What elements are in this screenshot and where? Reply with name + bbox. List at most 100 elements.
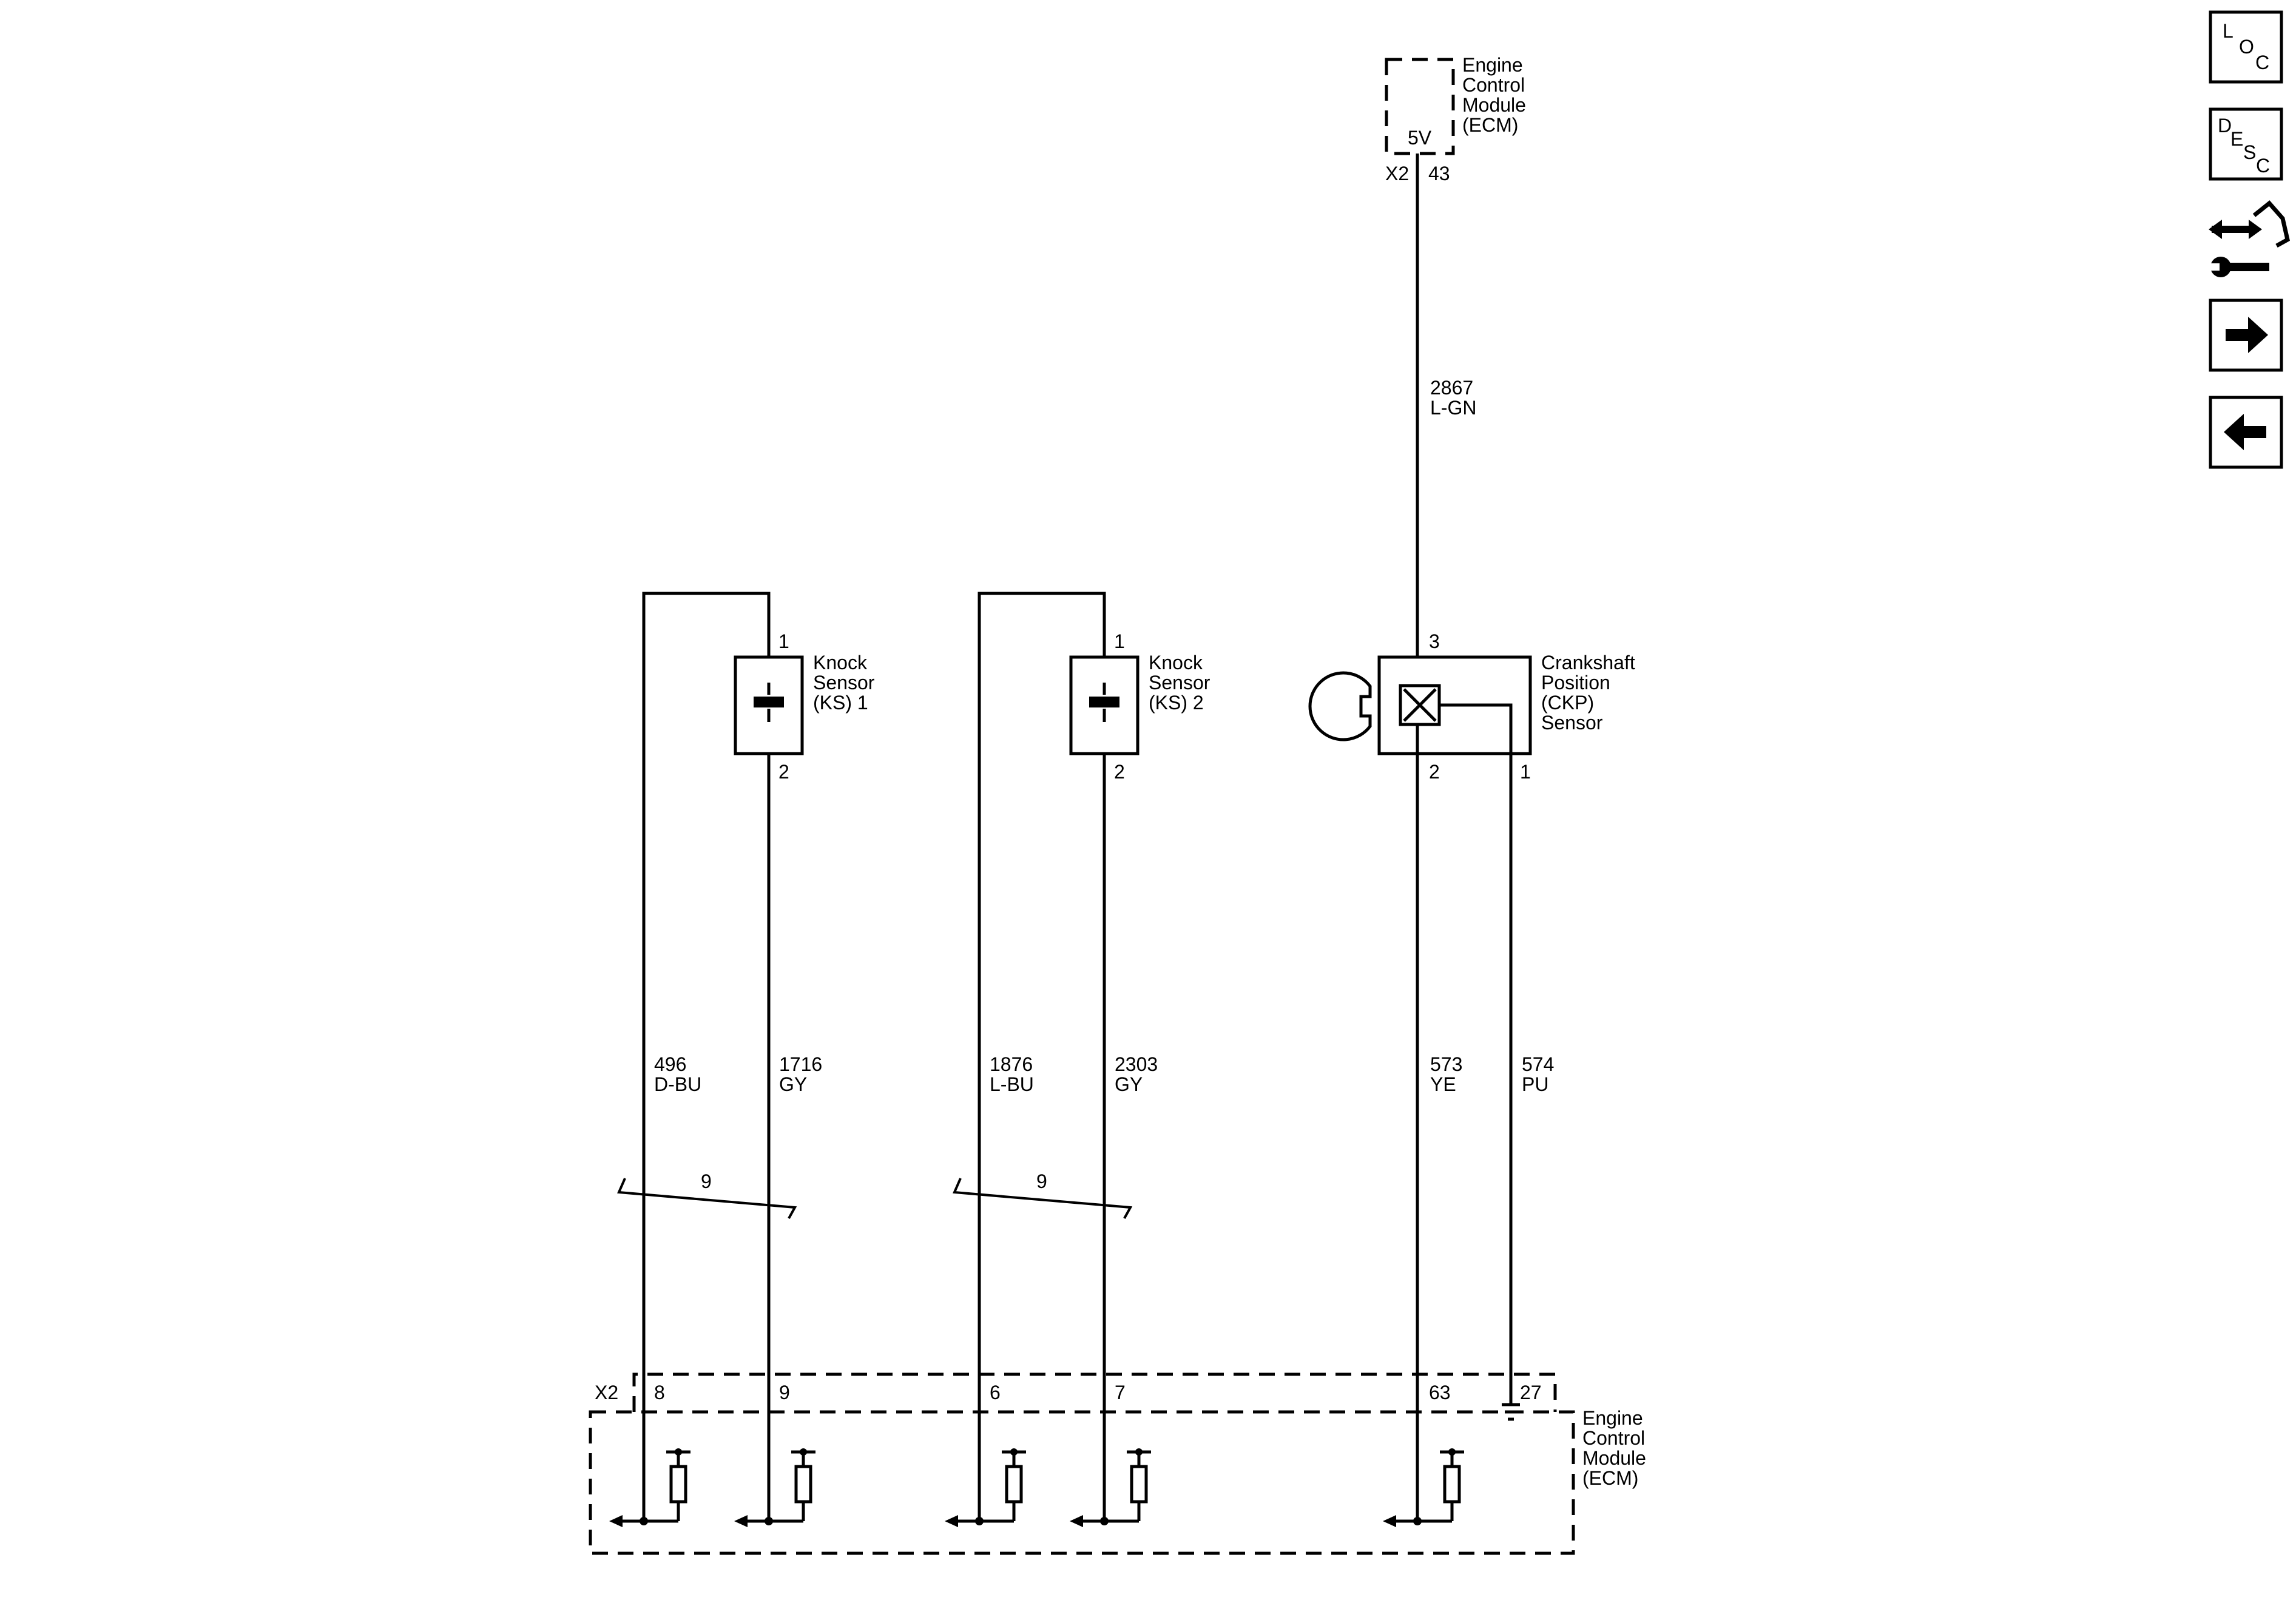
arrow-left-icon bbox=[1383, 1515, 1396, 1527]
ks2-label-1: Knock bbox=[1149, 652, 1203, 673]
ecm-top-box bbox=[1385, 58, 1455, 155]
wire-label-circuit: 1716 bbox=[779, 1053, 822, 1075]
nav-forward-button[interactable] bbox=[2209, 299, 2283, 372]
ecm-top-voltage: 5V bbox=[1408, 127, 1432, 149]
twisted-pair-label: 9 bbox=[701, 1170, 712, 1192]
splice-dot bbox=[640, 1517, 648, 1525]
ecm-bottom-box bbox=[589, 1410, 1575, 1555]
wire-label-circuit: 1876 bbox=[990, 1053, 1033, 1075]
ecm-top-label-4: (ECM) bbox=[1462, 114, 1518, 136]
wire-label-color: L-BU bbox=[990, 1073, 1034, 1095]
ks2-element bbox=[1089, 697, 1119, 707]
twisted-pair-1: 9 bbox=[617, 1170, 797, 1219]
ecm-pin: 27 bbox=[1520, 1382, 1542, 1403]
wire-label-color: PU bbox=[1522, 1073, 1548, 1095]
wire-label-circuit: 574 bbox=[1522, 1053, 1554, 1075]
nav-loc-letter-c: C bbox=[2255, 52, 2269, 73]
ks1-element bbox=[754, 697, 784, 707]
splice-dot bbox=[1413, 1517, 1422, 1525]
resistor-icon bbox=[1443, 1465, 1461, 1504]
nav-connector-wrench-icon[interactable] bbox=[2209, 200, 2290, 277]
twisted-pair-marker bbox=[617, 1178, 797, 1219]
wire-label-color: GY bbox=[1115, 1073, 1143, 1095]
wire-label-color: D-BU bbox=[654, 1073, 701, 1095]
ecm-bottom-label-2: Control bbox=[1582, 1427, 1645, 1449]
ks2-label-2: Sensor bbox=[1149, 672, 1210, 694]
ks2-pin-bottom: 2 bbox=[1114, 761, 1125, 783]
ckp-low-ref-wire bbox=[1439, 703, 1513, 1405]
arrow-left-icon bbox=[1070, 1515, 1083, 1527]
ckp-pin-top: 3 bbox=[1429, 630, 1440, 652]
splice-dot bbox=[765, 1517, 773, 1525]
ecm-bottom-label-3: Module bbox=[1582, 1447, 1646, 1469]
ecm-top-pin: 43 bbox=[1428, 163, 1450, 184]
ecm-pin: 6 bbox=[990, 1382, 1001, 1403]
wire-2867-color: L-GN bbox=[1430, 397, 1476, 419]
resistor-icon bbox=[1130, 1465, 1148, 1504]
ecm-pin: 63 bbox=[1429, 1382, 1451, 1403]
ecm-input-circuit-3 bbox=[945, 1448, 1026, 1527]
nav-loc-letter-l: L bbox=[2223, 20, 2234, 42]
arrow-right-icon bbox=[2226, 317, 2268, 353]
arrow-left-icon bbox=[609, 1515, 623, 1527]
ckp-element-x-2 bbox=[1403, 688, 1437, 722]
ks1-label-2: Sensor bbox=[813, 672, 875, 694]
ecm-input-circuit-2 bbox=[734, 1448, 815, 1527]
splice-dot bbox=[1100, 1517, 1109, 1525]
ckp-label-4: Sensor bbox=[1541, 712, 1603, 734]
ks2-pin-top: 1 bbox=[1114, 630, 1125, 652]
ecm-pin: 9 bbox=[779, 1382, 790, 1403]
ecm-bottom-connector: X2 bbox=[595, 1382, 618, 1403]
ks1-loop-wire bbox=[642, 592, 771, 1521]
nav-desc-button[interactable]: D E S C bbox=[2209, 107, 2283, 181]
ecm-input-circuit-5 bbox=[1383, 1448, 1464, 1527]
reluctor-wheel-icon bbox=[1308, 671, 1372, 741]
ks1-pin-bottom: 2 bbox=[778, 761, 789, 783]
ecm-top-label-1: Engine bbox=[1462, 54, 1523, 76]
wire-label-circuit: 496 bbox=[654, 1053, 686, 1075]
nav-desc-letter-s: S bbox=[2243, 141, 2256, 163]
wire-2867-circuit: 2867 bbox=[1430, 377, 1473, 399]
nav-loc-letter-o: O bbox=[2239, 36, 2254, 58]
resistor-icon bbox=[1005, 1465, 1023, 1504]
ecm-input-circuit-1 bbox=[609, 1448, 690, 1527]
ecm-bottom-label-1: Engine bbox=[1582, 1407, 1643, 1429]
ecm-pin: 7 bbox=[1115, 1382, 1126, 1403]
resistor-icon bbox=[794, 1465, 812, 1504]
nav-desc-letter-e: E bbox=[2230, 128, 2243, 150]
ecm-top-connector: X2 bbox=[1385, 163, 1409, 184]
twisted-pair-marker bbox=[953, 1178, 1133, 1219]
twisted-pair-2: 9 bbox=[953, 1170, 1133, 1219]
nav-loc-button[interactable]: L O C bbox=[2209, 10, 2283, 84]
ecm-top: 5V X2 43 Engine Control Module (ECM) bbox=[1385, 54, 1526, 184]
arrow-left-icon bbox=[2224, 414, 2266, 450]
ckp-sensor: 3 2 1 Crankshaft Position (CKP) Sensor bbox=[1308, 630, 1635, 1521]
ecm-bottom: X2 8 9 6 7 63 27 Engine Control Module (… bbox=[589, 1372, 1646, 1555]
arrow-left-icon bbox=[945, 1515, 958, 1527]
splice-dot bbox=[975, 1517, 984, 1525]
wire-label-color: YE bbox=[1430, 1073, 1456, 1095]
ks1-label-3: (KS) 1 bbox=[813, 692, 868, 714]
ecm-pin: 8 bbox=[654, 1382, 665, 1403]
ckp-pin-bottom-left: 2 bbox=[1429, 761, 1440, 783]
ecm-top-label-2: Control bbox=[1462, 74, 1525, 96]
nav-desc-letter-c: C bbox=[2256, 155, 2270, 177]
twisted-pair-label: 9 bbox=[1036, 1170, 1047, 1192]
resistor-icon bbox=[669, 1465, 687, 1504]
arrow-left-icon bbox=[734, 1515, 748, 1527]
ks2-label-3: (KS) 2 bbox=[1149, 692, 1204, 714]
wire-label-color: GY bbox=[779, 1073, 807, 1095]
ground-icon bbox=[1502, 1403, 1520, 1421]
ecm-top-label-3: Module bbox=[1462, 94, 1526, 116]
ckp-pin-bottom-right: 1 bbox=[1520, 761, 1531, 783]
nav-desc-letter-d: D bbox=[2218, 115, 2232, 137]
wire-label-circuit: 573 bbox=[1430, 1053, 1462, 1075]
knock-sensor-2: 1 2 Knock Sensor (KS) 2 bbox=[977, 592, 1210, 1521]
ckp-label-1: Crankshaft bbox=[1541, 652, 1635, 673]
nav-back-button[interactable] bbox=[2209, 396, 2283, 469]
wire-label-circuit: 2303 bbox=[1115, 1053, 1158, 1075]
ecm-bottom-label-4: (ECM) bbox=[1582, 1467, 1638, 1489]
ks1-label-1: Knock bbox=[813, 652, 868, 673]
wire-labels: 496 D-BU 1716 GY 1876 L-BU 2303 GY 573 Y… bbox=[654, 1053, 1554, 1095]
